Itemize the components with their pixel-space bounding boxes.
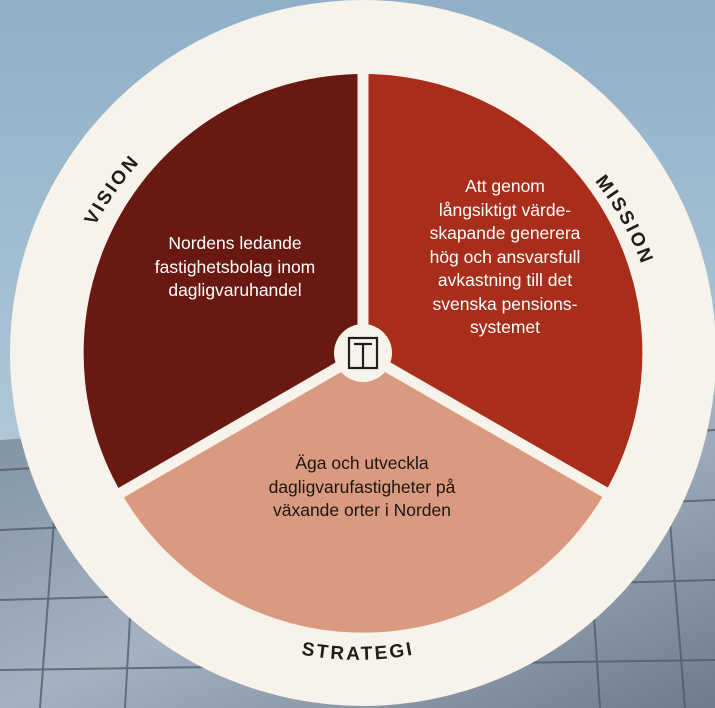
- vision-statement: Nordens ledande fastighetsbolag inom dag…: [154, 233, 316, 300]
- strategi-statement: Äga och utveckla dagligvarufastigheter p…: [268, 453, 456, 520]
- logo-t-icon: [347, 336, 379, 370]
- segment-separators: [109, 60, 618, 503]
- mission-statement: Att genom långsiktigt värde- skapande ge…: [429, 176, 581, 337]
